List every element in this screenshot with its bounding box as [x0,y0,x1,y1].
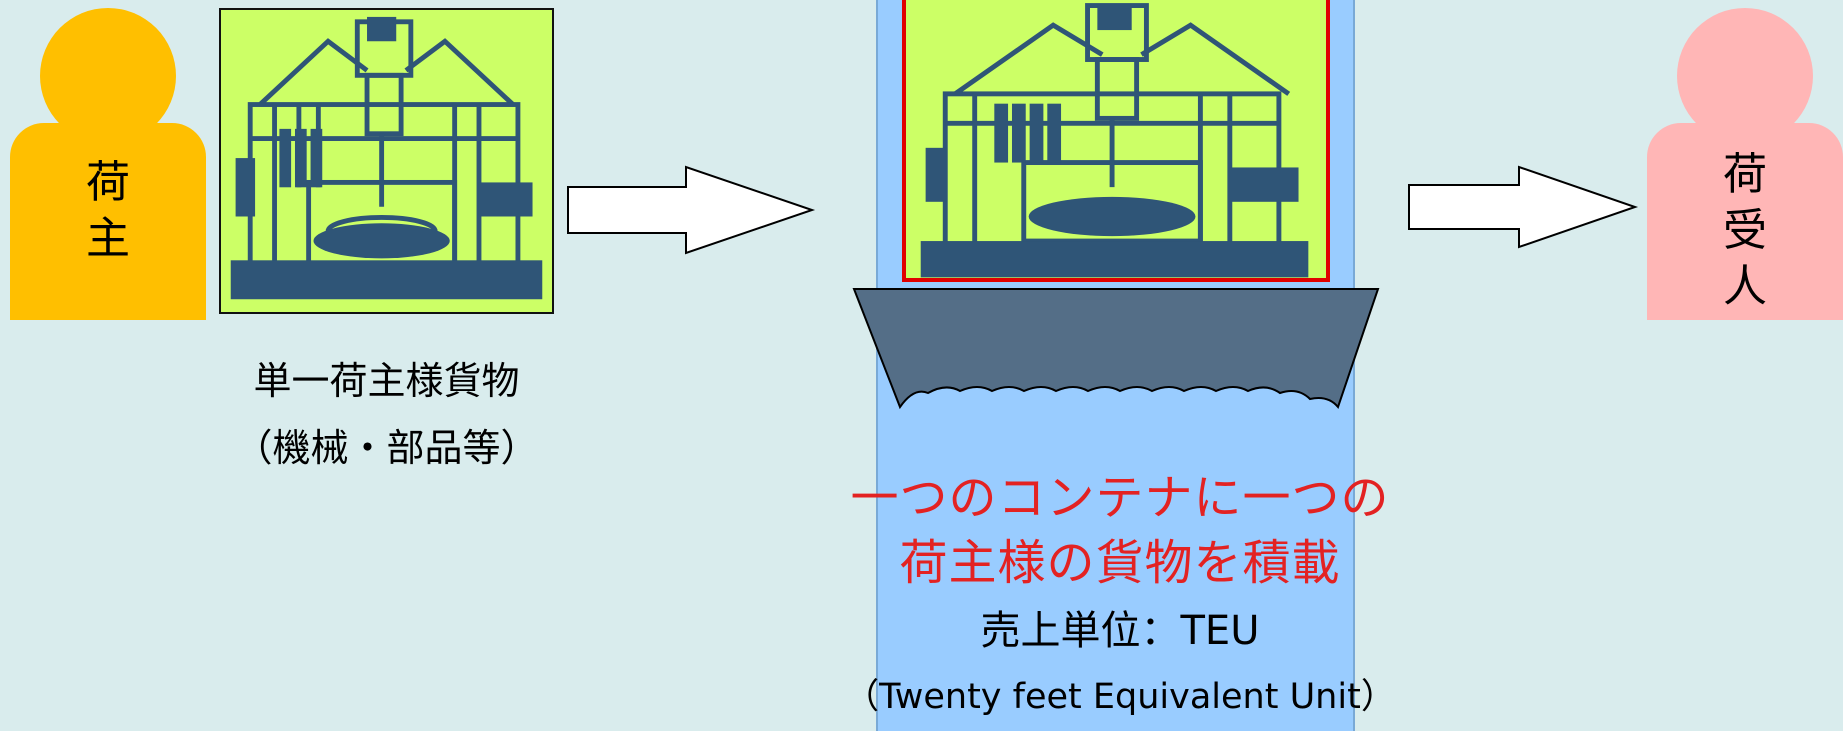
container-cargo-image [902,0,1330,282]
consignee-body [1647,123,1843,320]
machine-cargo-image [219,8,554,314]
container-headline: 一つのコンテナに一つの [850,470,1390,526]
shipper-figure: 荷 主 [10,0,206,320]
arrow-right-icon [567,165,816,255]
shipper-label-line1: 荷 [86,157,130,208]
shipper-label-line2: 主 [86,213,130,264]
consignee-head [1677,8,1813,144]
cargo-caption-detail: （機械・部品等） [234,426,539,470]
consignee-figure: 荷 受 人 [1647,0,1843,320]
shipper-body [10,123,206,320]
cargo-caption: 単一荷主様貨物 [253,359,520,403]
consignee-label: 荷 受 人 [1647,147,1843,315]
container-headline-second-line: 荷主様の貨物を積載 [899,535,1341,591]
sales-unit-label: 売上単位：TEU [980,608,1260,654]
consignee-label-line3: 人 [1723,261,1767,312]
consignee-label-line1: 荷 [1723,149,1767,200]
machine-tool-icon [920,3,1309,278]
arrow-right-icon [1408,165,1639,249]
shipper-head [40,8,176,144]
consignee-label-line2: 受 [1723,205,1767,256]
machine-tool-icon [230,16,543,300]
shipper-label: 荷 主 [10,155,206,267]
sales-unit-definition: （Twenty feet Equivalent Unit） [844,677,1396,717]
container-loading-hopper [852,288,1380,410]
